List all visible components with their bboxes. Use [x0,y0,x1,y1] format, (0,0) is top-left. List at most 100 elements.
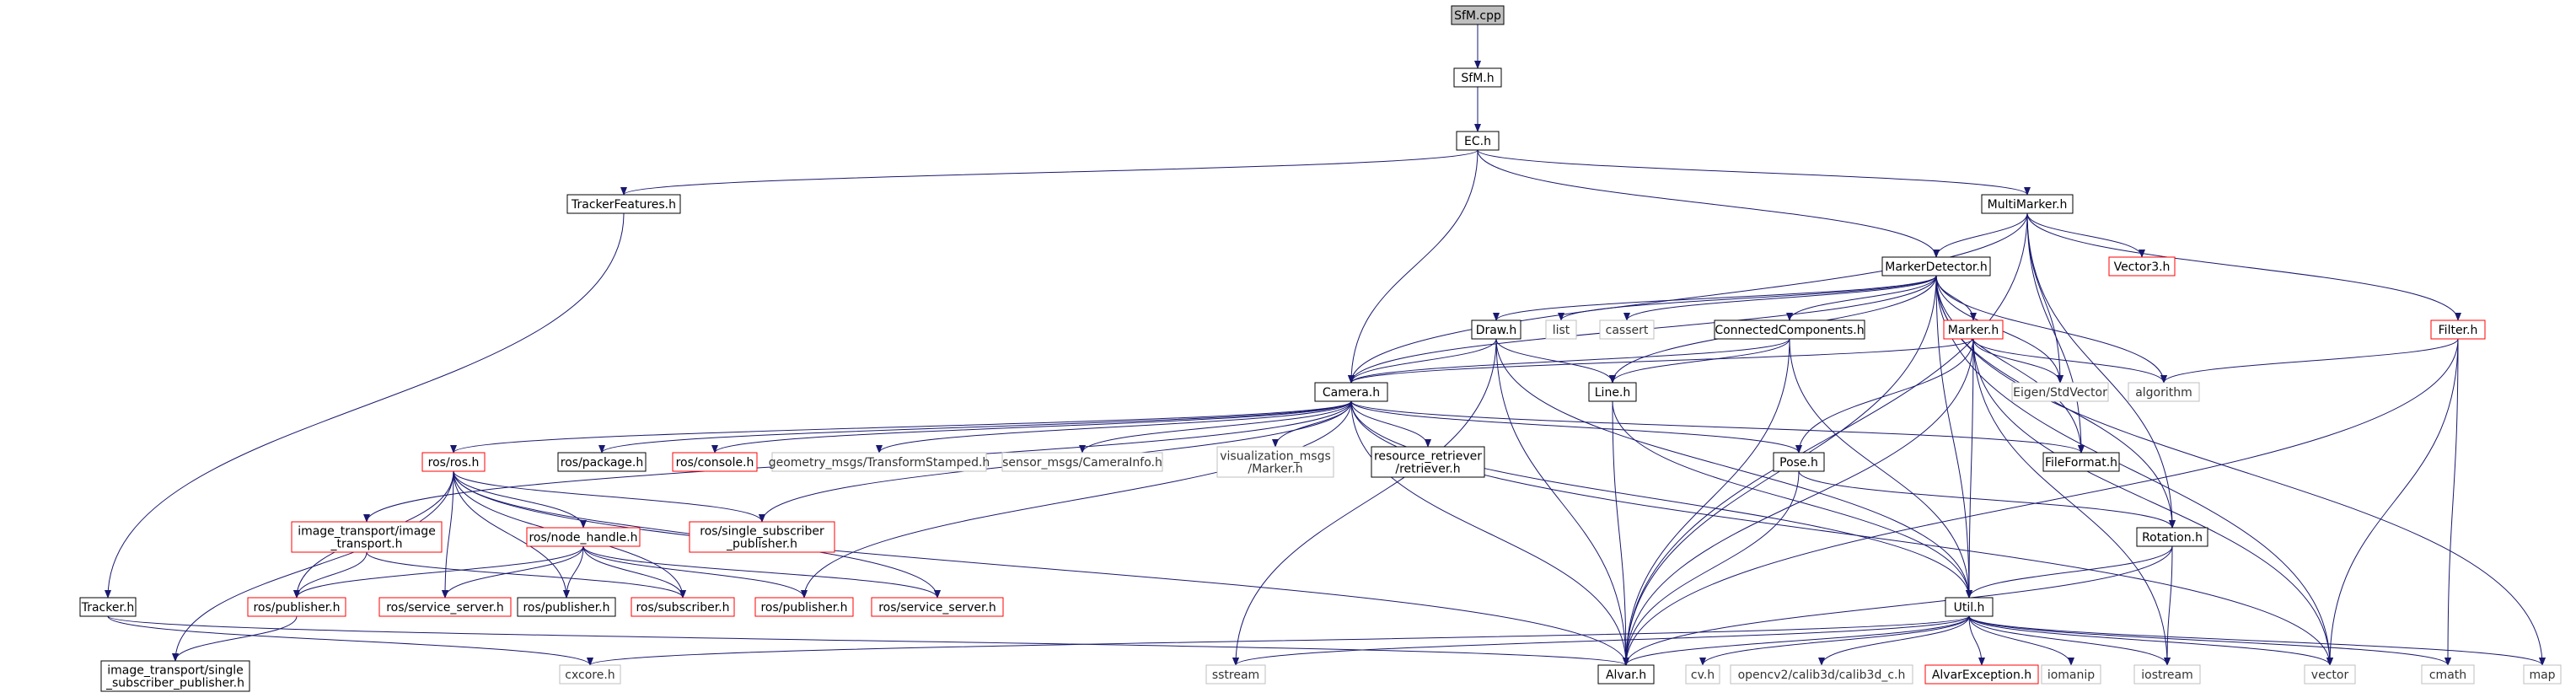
edge-markerdetector_h-to-map [1935,275,2546,666]
node-camera-h[interactable]: Camera.h [1314,382,1388,402]
edge-tracker_h-to-alvar_h [107,615,1629,666]
node-multimarker-h[interactable]: MultiMarker.h [1981,194,2074,214]
edge-trackerfeatures_h-to-tracker_h [105,212,625,599]
node-ros-publisher-h-1[interactable]: ros/publisher.h [247,597,346,617]
node-vector3-h[interactable]: Vector3.h [2108,256,2176,277]
node-ros-ros-h[interactable]: ros/ros.h [421,452,486,472]
node-box [247,597,346,617]
node-box [557,452,647,472]
node-resource-retriever[interactable]: resource_retriever/retriever.h [1371,446,1485,478]
edge-multimarker_h-to-vector3_h [2026,212,2145,258]
node-box [2041,664,2101,685]
node-label: Pose.h [1779,456,1818,470]
node-ros-console-h[interactable]: ros/console.h [672,452,758,472]
node-box [517,597,616,617]
node-alvar-h[interactable]: Alvar.h [1597,664,1655,685]
node-markerdetector-h[interactable]: MarkerDetector.h [1881,256,1991,277]
node-rotation-h[interactable]: Rotation.h [2136,527,2208,547]
node-label: MultiMarker.h [1988,198,2068,212]
node-ros-node-handle-h[interactable]: ros/node_handle.h [526,527,641,547]
node-image-transport-h[interactable]: image_transport/image_transport.h [291,521,443,553]
node-label: iostream [2141,668,2193,682]
node-label: map [2529,668,2555,682]
edge-ros_node_handle_h-to-ros_publisher_h_2 [563,545,584,599]
edge-camera_h-to-resource_retriever [1350,400,1431,448]
edge-filter_h-to-alvar_h [1623,338,2459,666]
node-connectedcomponents-h[interactable]: ConnectedComponents.h [1714,319,1865,340]
edge-util_h-to-alvar_h [1623,615,1970,666]
node-vector: vector [2304,664,2356,685]
edge-util_h-to-cxcore_h [587,615,1970,666]
node-box [689,521,835,553]
node-box [1773,452,1825,472]
edge-camera_h-to-ros_package_h [598,400,1352,454]
edge-line_h-to-util_h [1612,400,1972,599]
node-pose-h[interactable]: Pose.h [1773,452,1825,472]
node-label: MarkerDetector.h [1885,260,1987,274]
edge-multimarker_h-to-markerdetector_h [1933,212,2028,258]
node-ros-publisher-h-2[interactable]: ros/publisher.h [517,597,616,617]
node-label: ros/publisher.h [760,601,847,615]
node-filter-h[interactable]: Filter.h [2430,319,2486,340]
edge-ros_node_handle_h-to-ros_subscriber_h [582,545,686,599]
node-label: EC.h [1464,135,1491,148]
edge-markerdetector_h-to-algorithm [1935,275,2167,384]
node-box [1943,319,2004,340]
node-box [2128,382,2200,402]
node-marker-h[interactable]: Marker.h [1943,319,2004,340]
edge-marker_h-to-util_h [1966,338,1974,599]
node-label: opencv2/calib3d/calib3d_c.h [1738,668,1906,682]
edge-camera_h-to-fileformat_h [1350,400,2085,454]
node-box [2133,664,2201,685]
node-box [1453,67,1502,88]
node-fileformat-h[interactable]: FileFormat.h [2042,452,2120,472]
node-box [1371,446,1485,478]
edge-ros_ros_h-to-ros_node_handle_h [453,470,587,529]
edge-marker_h-to-pose_h [1795,338,1974,454]
node-ros-service-server-h-1[interactable]: ros/service_server.h [378,597,512,617]
edge-ros_ros_h-to-alvar_h [453,470,1629,666]
node-visualization-msgs: visualization_msgs/Marker.h [1216,446,1334,478]
node-cmath: cmath [2421,664,2475,685]
node-label: Tracker.h [81,601,135,615]
node-image-transport-single[interactable]: image_transport/single_subscriber_publis… [100,660,250,692]
node-trackerfeatures-h[interactable]: TrackerFeatures.h [566,194,681,214]
node-box [1945,597,1994,617]
node-label: FileFormat.h [2045,456,2117,470]
edge-util_h-to-iomanip [1968,615,2074,666]
node-iomanip: iomanip [2041,664,2101,685]
node-ros-service-server-h-2[interactable]: ros/service_server.h [871,597,1004,617]
node-ros-package-h[interactable]: ros/package.h [557,452,647,472]
edge-util_h-to-iostream [1968,615,2171,666]
node-box [1216,446,1334,478]
node-ros-publisher-h-3[interactable]: ros/publisher.h [754,597,854,617]
node-draw-h[interactable]: Draw.h [1471,319,1521,340]
node-opencv2-calib3d: opencv2/calib3d/calib3d_c.h [1730,664,1913,685]
node-box [2421,664,2475,685]
node-ros-single-sub-pub-h[interactable]: ros/single_subscriber_publisher.h [689,521,835,553]
node-ec-h[interactable]: EC.h [1456,131,1500,151]
edge-markerdetector_h-to-list [1558,275,1937,321]
edge-connectedcomponents_h-to-util_h [1789,338,1972,599]
node-sfm-cpp[interactable]: SfM.cpp [1451,5,1505,25]
node-box [1599,319,1655,340]
edge-util_h-to-sstream [1232,615,1970,666]
edge-multimarker_h-to-filter_h [2026,212,2461,321]
node-box [871,597,1004,617]
edge-draw_h-to-line_h [1495,338,1616,384]
node-tracker-h[interactable]: Tracker.h [79,597,137,617]
node-label: cxcore.h [565,668,614,682]
edge-draw_h-to-sstream [1232,338,1497,666]
node-util-h[interactable]: Util.h [1945,597,1994,617]
edge-tracker_h-to-cxcore_h [107,615,593,666]
node-label: algorithm [2135,386,2192,400]
node-box [672,452,758,472]
node-label: Marker.h [1948,324,1999,337]
node-map: map [2523,664,2562,685]
node-alvarexception-h[interactable]: AlvarException.h [1924,664,2039,685]
node-ros-subscriber-h[interactable]: ros/subscriber.h [631,597,735,617]
node-line-h[interactable]: Line.h [1588,382,1637,402]
node-label: ros/service_server.h [878,601,996,615]
node-sfm-h[interactable]: SfM.h [1453,67,1502,88]
